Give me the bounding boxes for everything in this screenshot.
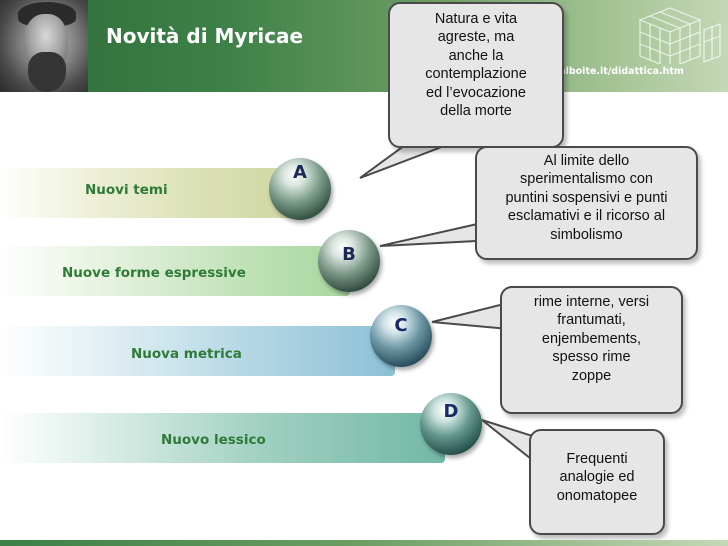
row-band-a [0,168,300,218]
callout-line: Frequenti [566,451,628,467]
row-band-d [0,413,445,463]
slide-title: Novità di Myricae [106,24,304,48]
cube-logo-icon [638,7,721,64]
callout-line: enjembements, [541,330,642,347]
ball-letter-c: C [394,315,408,336]
source-url: valboite.it/didattica.htm [553,66,684,77]
callout-metrica: rime interne, versi frantumati, enjembem… [500,286,683,414]
letter-ball-d: D [420,393,482,455]
callout-lessico: Frequenti analogie ed onomatopee [529,429,665,535]
row-label-a: Nuovi temi [85,182,168,198]
slide-header: Novità di Myricae valboite.it/didattica.… [0,0,728,92]
letter-ball-c: C [370,305,432,367]
callout-line: simbolismo [550,226,623,243]
row-label-c: Nuova metrica [131,346,242,362]
callout-line: Al limite dello [543,153,630,169]
callout-line: Natura e vita [434,11,518,27]
callout-temi: Natura e vita agreste, ma anche la conte… [388,2,564,148]
callout-line: zoppe [571,367,612,384]
callout-line: frantumati, [557,312,626,329]
callout-line: anche la [448,47,504,64]
callout-line: agreste, ma [437,29,515,46]
row-label-b: Nuove forme espressive [62,265,246,281]
callout-line: sperimentalismo con [520,171,653,188]
ball-letter-d: D [443,401,459,422]
row-band-c [0,326,395,376]
ball-letter-a: A [293,162,307,183]
callout-line: rime interne, versi [533,294,650,310]
callout-line: ed l’evocazione [426,84,526,101]
footer-rule [0,540,728,546]
callout-line: della morte [440,103,512,120]
row-band-b [0,246,350,296]
portrait-beard [28,52,66,92]
ball-letter-b: B [342,244,356,265]
callout-line: contemplazione [425,66,527,83]
row-label-d: Nuovo lessico [161,432,266,448]
callout-line: spesso rime [552,349,631,366]
callout-line: onomatopee [556,487,638,504]
letter-ball-b: B [318,230,380,292]
callout-forme-espressive: Al limite dello sperimentalismo con punt… [475,146,698,260]
callout-line: analogie ed [559,469,635,486]
callout-line: puntini sospensivi e punti [505,189,668,206]
author-portrait [0,0,88,92]
callout-line: esclamativi e il ricorso al [507,208,666,225]
letter-ball-a: A [269,158,331,220]
